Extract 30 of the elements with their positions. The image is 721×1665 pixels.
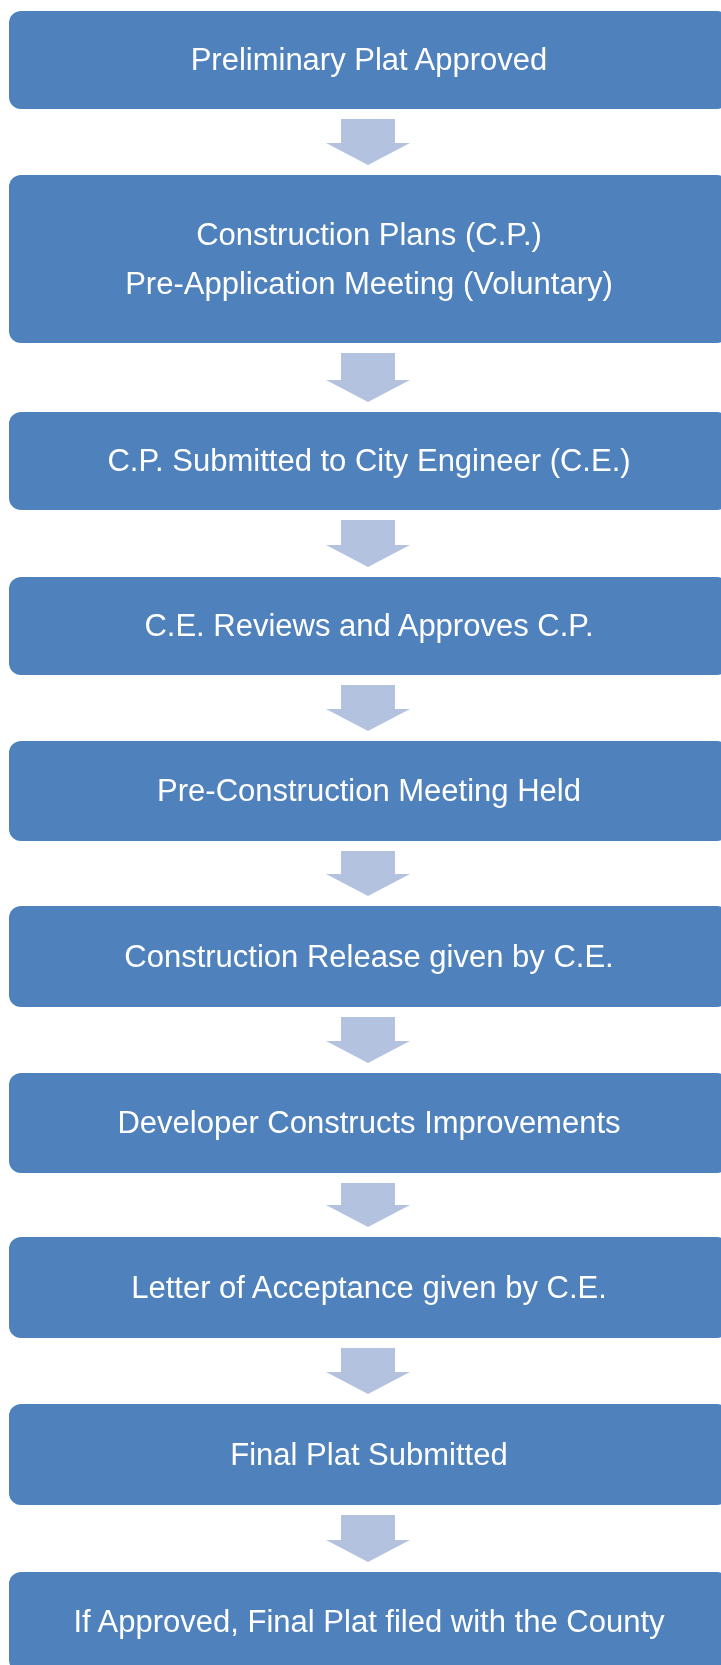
box-text: Developer Constructs Improvements bbox=[117, 1104, 621, 1142]
box-text: C.E. Reviews and Approves C.P. bbox=[144, 607, 594, 645]
process-box bbox=[9, 1237, 721, 1338]
process-box bbox=[9, 1572, 721, 1665]
box-text: Construction Release given by C.E. bbox=[124, 937, 614, 976]
box-text: Preliminary Plat Approved bbox=[190, 41, 548, 79]
box-text: Letter of Acceptance given by C.E. bbox=[131, 1268, 607, 1307]
process-box bbox=[9, 577, 721, 675]
process-box bbox=[9, 11, 721, 109]
block-arrow bbox=[326, 851, 410, 896]
block-arrow bbox=[326, 685, 410, 731]
block-arrow bbox=[326, 520, 410, 567]
box-text: Pre-Construction Meeting Held bbox=[157, 772, 581, 810]
block-arrow bbox=[326, 1515, 410, 1562]
box-text: If Approved, Final Plat filed with the County bbox=[73, 1603, 665, 1641]
process-box bbox=[9, 175, 721, 343]
block-arrow bbox=[326, 1348, 410, 1394]
process-box bbox=[9, 741, 721, 841]
process-box bbox=[9, 1404, 721, 1505]
process-box bbox=[9, 412, 721, 510]
process-box bbox=[9, 906, 721, 1007]
box-text: C.P. Submitted to City Engineer (C.E.) bbox=[107, 442, 631, 480]
block-arrow bbox=[326, 353, 410, 402]
process-box bbox=[9, 1073, 721, 1173]
box-text: Construction Plans (C.P.) bbox=[196, 215, 542, 253]
block-arrow bbox=[326, 1017, 410, 1063]
box-text: Final Plat Submitted bbox=[230, 1435, 508, 1474]
box-text: Pre-Application Meeting (Voluntary) bbox=[125, 265, 613, 303]
block-arrow bbox=[326, 1183, 410, 1227]
block-arrow bbox=[326, 119, 410, 165]
